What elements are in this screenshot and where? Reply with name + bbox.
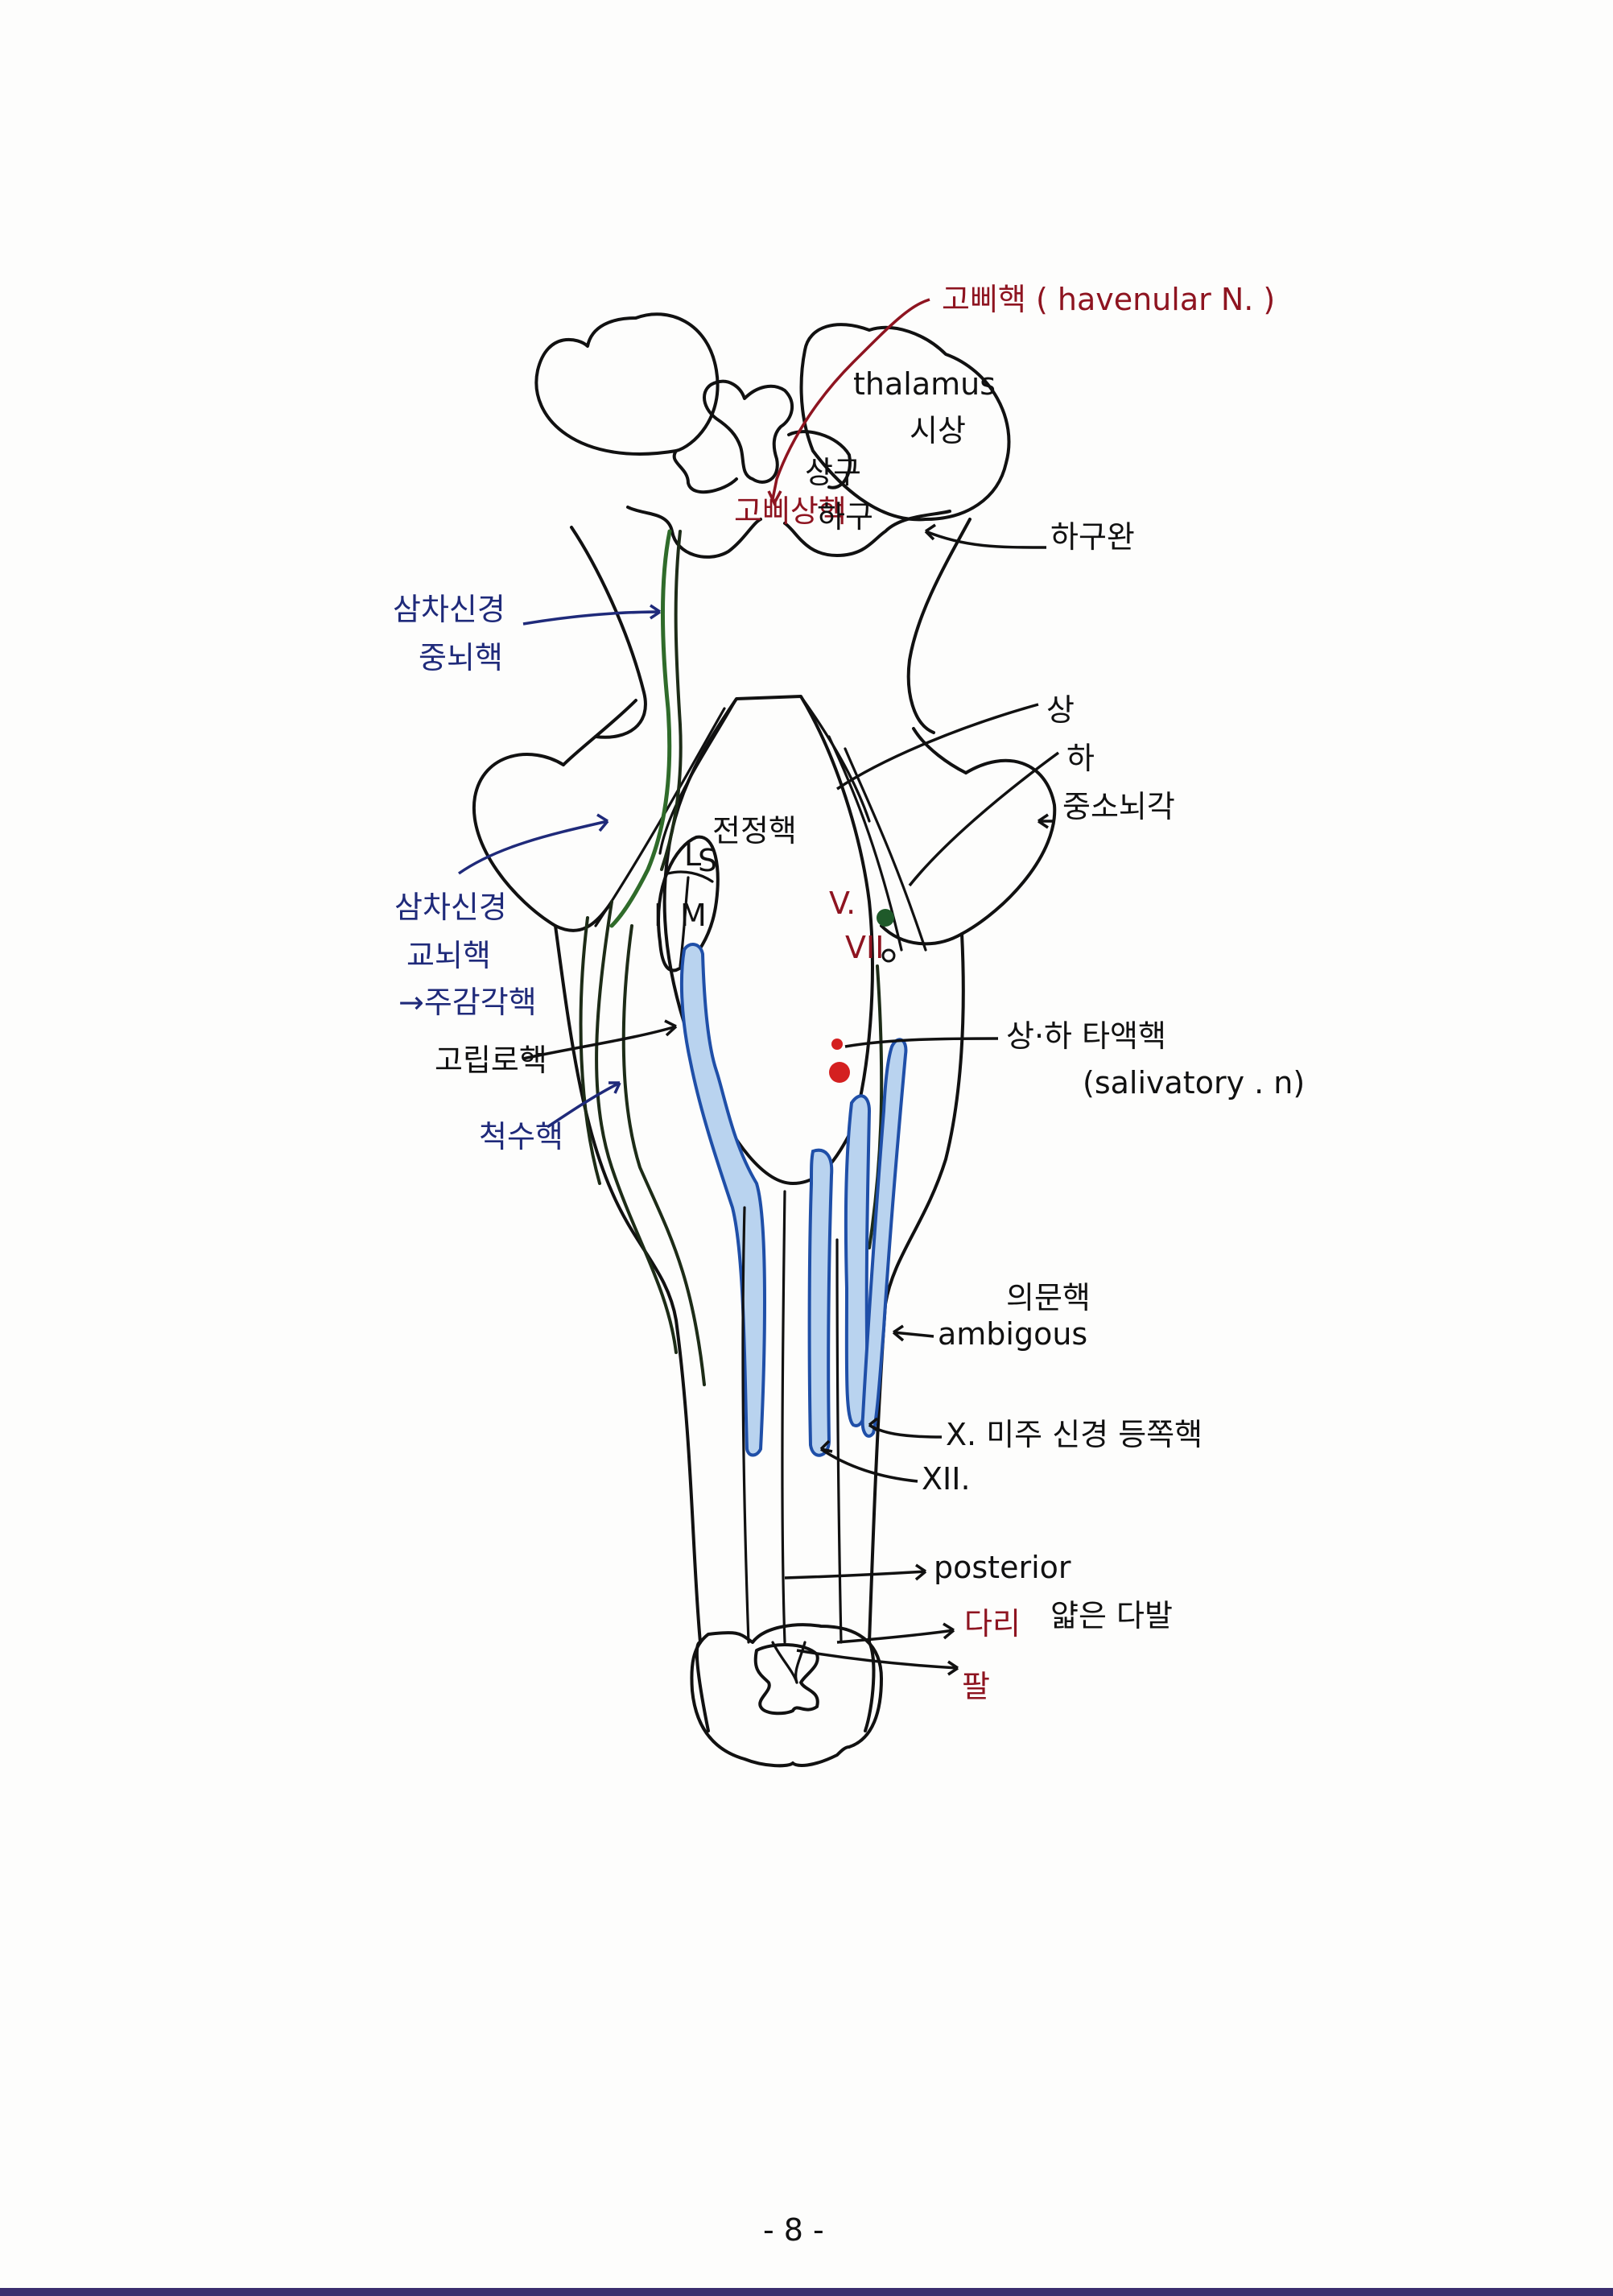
- vagus-label: X. 미주 신경 등쪽핵: [946, 1417, 1203, 1452]
- cranial-V-label: V.: [829, 886, 856, 921]
- spinal-label: 척수핵: [479, 1119, 563, 1154]
- inferior-brachium-label: 하구완: [1050, 519, 1135, 555]
- ambiguus-label: ambigous: [938, 1316, 1087, 1352]
- habenular-label: 고삐핵 ( havenular N. ): [942, 282, 1275, 317]
- legs-deep-label: 얇은 다발: [1050, 1598, 1173, 1633]
- lower-label: 하: [1066, 741, 1095, 776]
- solitary-nucleus: [682, 944, 765, 1455]
- cn-V-dot: [877, 909, 894, 927]
- colliculi: [628, 382, 950, 557]
- salivatory-inferior-dot: [829, 1062, 850, 1083]
- posterior-label: posterior: [934, 1550, 1071, 1585]
- trig-pontine-label-2: 교뇌핵: [406, 938, 491, 973]
- solitary-label: 고립로핵: [435, 1043, 547, 1078]
- trig-mes-label-1: 삼차신경: [393, 592, 505, 627]
- cn-VII-dot: [883, 950, 894, 961]
- vest-M-label: M: [680, 898, 707, 933]
- cranial-VII-label: VII: [845, 930, 884, 965]
- ambiguus-ko-label: 의문핵: [1006, 1280, 1091, 1315]
- trig-pontine-label-3: →주감각핵: [398, 985, 537, 1020]
- legs-label: 다리: [964, 1606, 1021, 1641]
- vest-I-label: I: [654, 898, 662, 933]
- hypoglossal-label: XII.: [922, 1461, 971, 1497]
- inferior-colliculus-label: 하구: [817, 499, 873, 535]
- salivatory-superior-dot: [831, 1039, 843, 1050]
- upper-label: 상: [1046, 692, 1075, 728]
- superior-colliculus-label: 상구: [805, 455, 861, 490]
- thalamus-label: thalamus: [853, 366, 996, 402]
- bottom-edge-strip: [0, 2288, 1613, 2296]
- thalamus-ko-label: 시상: [910, 413, 966, 448]
- arm-label: 팔: [962, 1669, 990, 1704]
- salivatory-label: 상·하 타액핵: [1006, 1018, 1166, 1054]
- trig-pontine-label-1: 삼차신경: [394, 890, 507, 925]
- hypoglossal-nucleus: [810, 1150, 832, 1456]
- vestibular-label: 전정핵: [712, 813, 797, 849]
- blue-nuclei: [682, 944, 906, 1456]
- ambiguus-nucleus: [863, 1039, 906, 1436]
- trig-mes-label-2: 중뇌핵: [419, 640, 503, 675]
- mid-cerebellar-label: 중소뇌각: [1062, 789, 1175, 824]
- salivatory-en-label: (salivatory . n): [1083, 1065, 1305, 1101]
- page-number: - 8 -: [763, 2212, 824, 2248]
